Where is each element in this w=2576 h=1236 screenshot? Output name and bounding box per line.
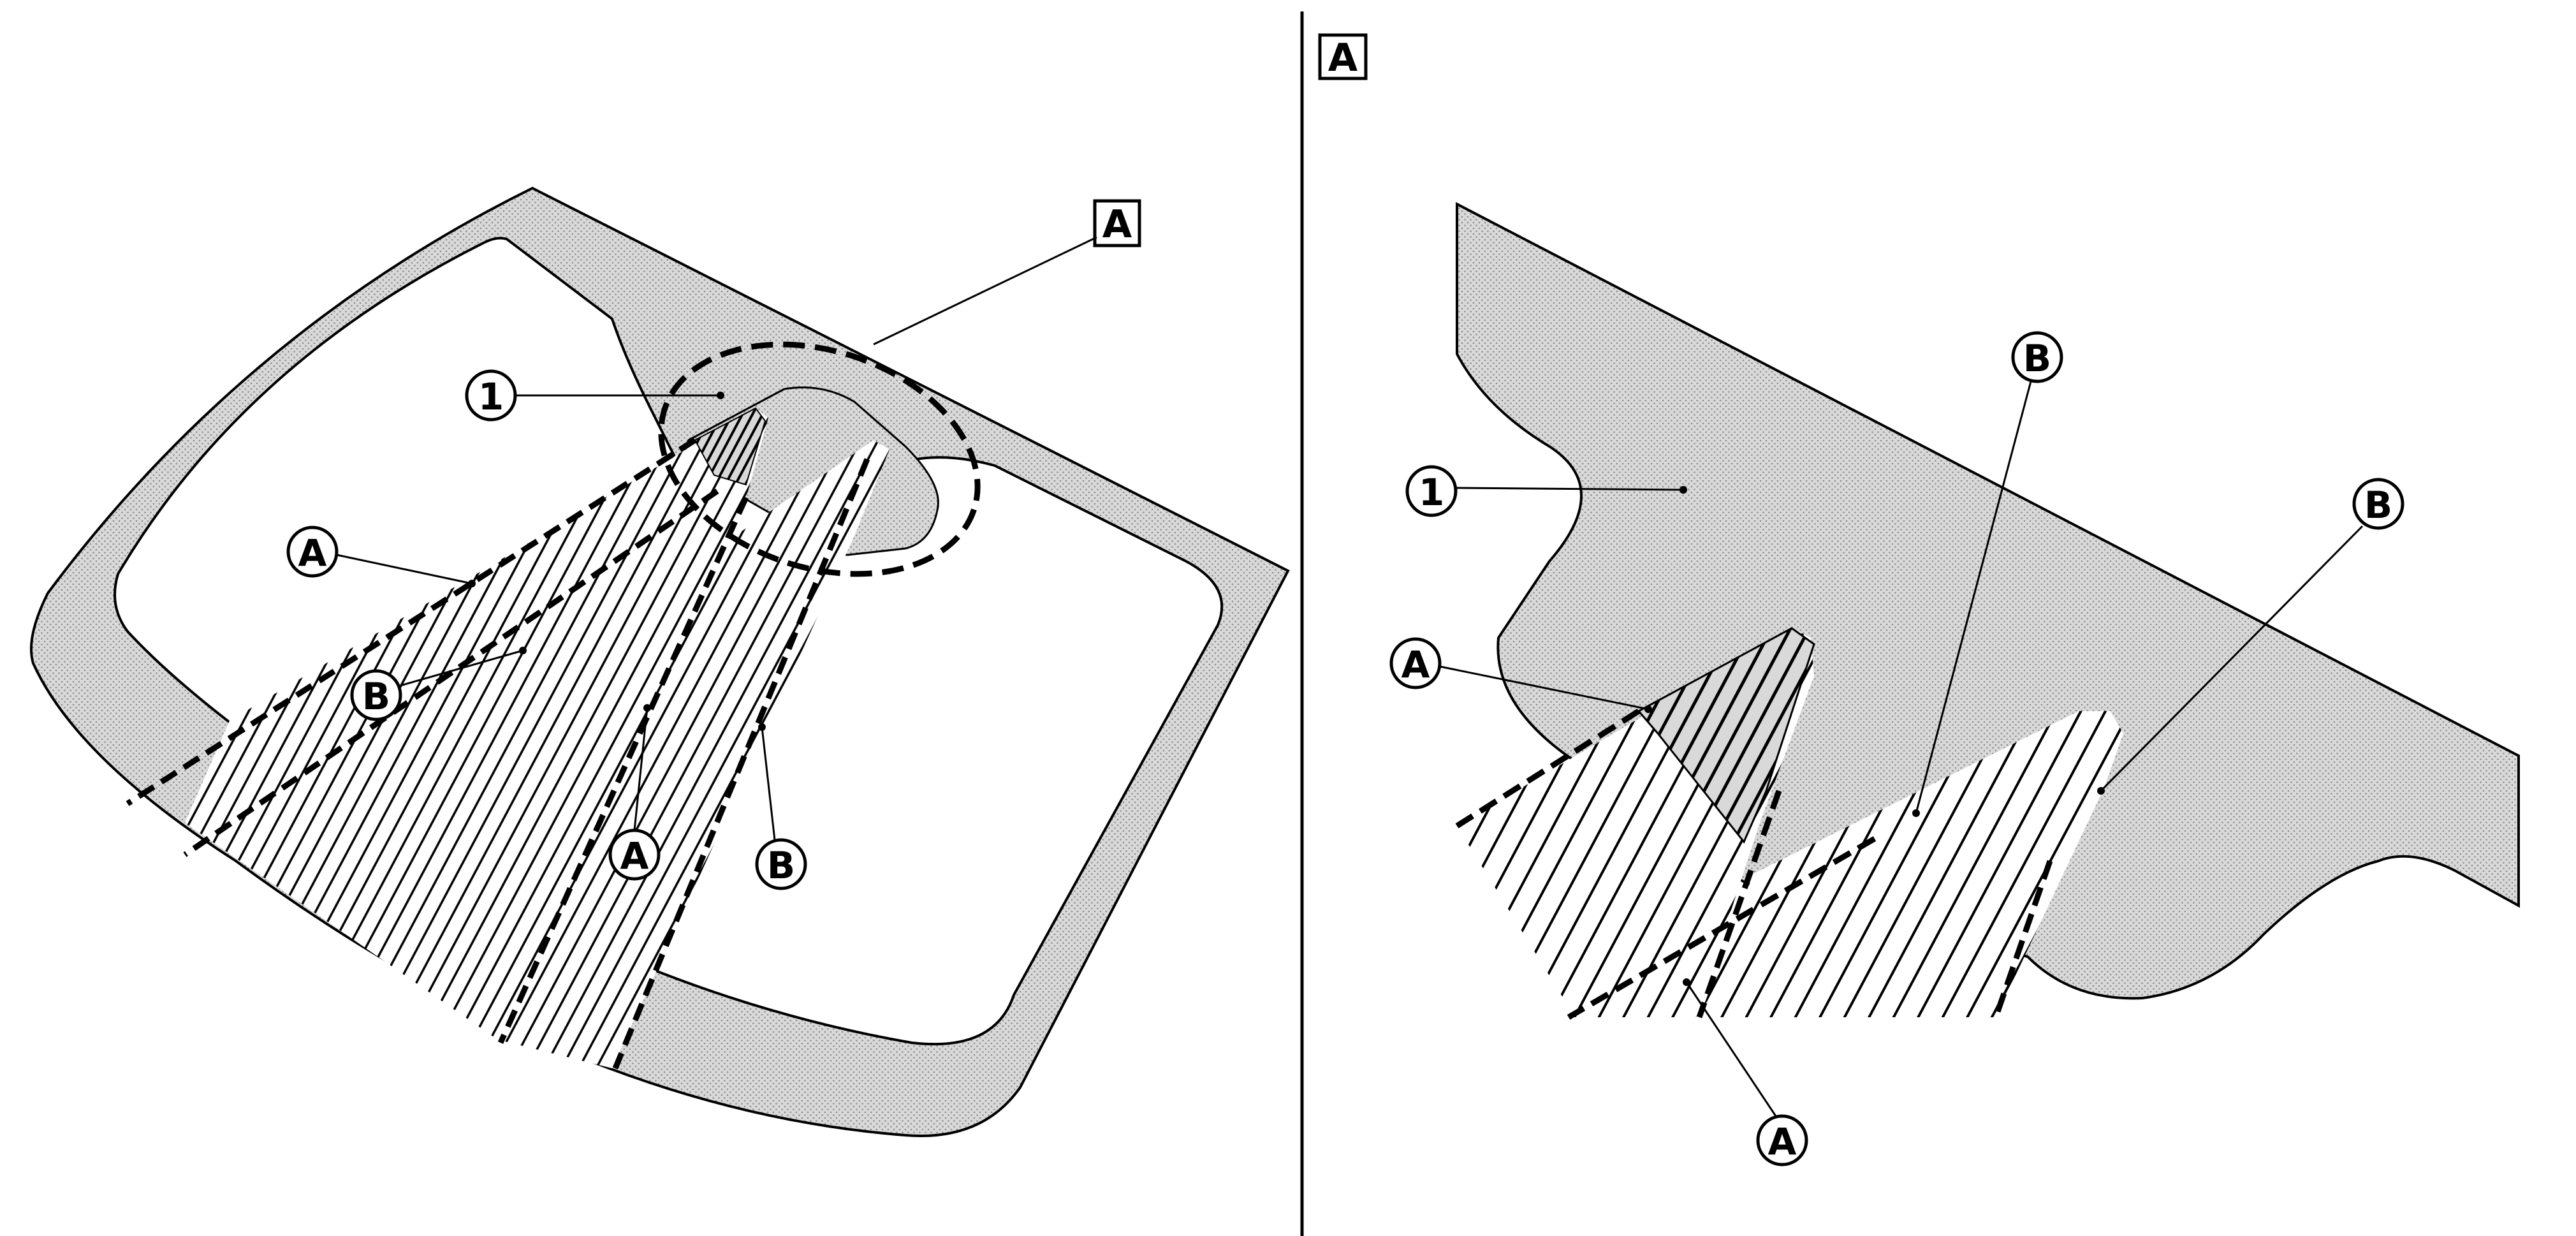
detail-zone-a-overlap [1637,627,1815,844]
detail-zone-b [1699,711,2123,1017]
zone-boundaries [126,438,870,1070]
svg-text:1: 1 [1419,471,1444,514]
detail-callout-zone-a-edge: A [1389,637,1652,713]
svg-text:B: B [767,844,795,887]
callout-zone-a-center: A [608,704,661,881]
svg-text:A: A [1102,202,1132,247]
svg-text:A: A [1401,643,1430,686]
detail-zone-boundaries [1455,709,2053,1020]
svg-text:B: B [362,675,390,718]
camera-zone-a [185,408,768,1040]
detail-reference-label: A [873,199,1141,346]
svg-text:A: A [1328,36,1358,80]
svg-text:A: A [620,834,649,878]
detail-callout-zone-a-bottom: A [1683,978,1808,1166]
detail-panel: A 1 A [1318,33,2520,1166]
detail-callout-part-1: 1 [1405,465,1687,517]
detail-title: A [1318,33,1368,80]
svg-text:B: B [2364,483,2392,527]
svg-text:1: 1 [478,375,504,418]
callout-zone-b-edge: B [350,647,527,721]
callout-zone-b-center: B [755,723,807,890]
overview-panel: A 1 A B A [29,186,1290,1137]
svg-text:B: B [2023,337,2051,380]
callout-zone-a-edge: A [286,526,476,587]
svg-text:A: A [298,531,327,575]
detail-callout-zone-b-upper: B [1912,331,2063,817]
sensor-zone-b [497,440,889,1068]
callout-part-1: 1 [465,369,724,422]
detail-callout-zone-b-right: B [2097,478,2404,795]
zone-a-overlap [694,407,766,486]
svg-text:A: A [1768,1120,1797,1163]
detail-circle [658,341,981,577]
